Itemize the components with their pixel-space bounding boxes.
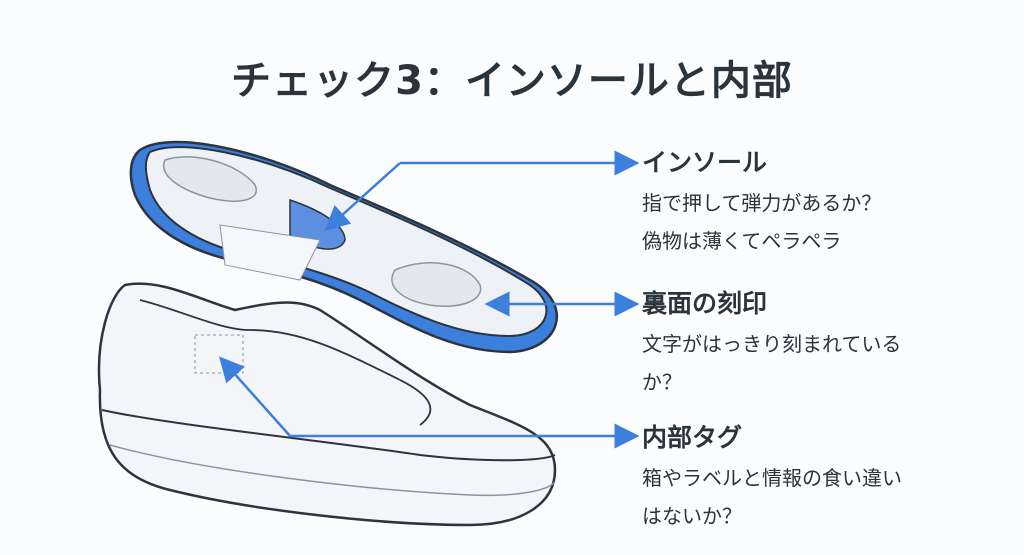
callout-line: か？ [642,370,682,394]
page-title: チェック3：インソールと内部 [231,58,793,104]
insole-illustration [129,140,558,354]
callout-insole: インソール 指で押して弾力があるか？ 偽物は薄くてペラペラ [642,148,881,260]
callout-text: 指で押して弾力があるか？ 偽物は薄くてペラペラ [642,184,881,260]
callout-heading: 裏面の刻印 [642,289,768,318]
callout-bottom-stamp: 裏面の刻印 文字がはっきり刻まれているか？ [642,289,901,401]
shoe-illustration [97,282,557,527]
callout-line: 偽物は薄くてペラペラ [642,229,842,253]
callout-line: 箱やラベルと情報の食い違い [642,466,902,490]
callout-line: 指で押して弾力があるか？ [642,191,882,215]
callout-line: はないか？ [642,504,742,528]
arrow-insole [324,162,401,232]
callout-heading: 内部タグ [642,423,743,452]
callout-text: 箱やラベルと情報の食い違いはないか？ [642,459,902,535]
callout-inner-tag: 内部タグ 箱やラベルと情報の食い違いはないか？ [642,423,902,535]
callout-heading: インソール [642,148,768,177]
callout-text: 文字がはっきり刻まれているか？ [642,325,901,401]
callout-line: 文字がはっきり刻まれている [642,332,902,356]
callout-arrows [219,150,640,449]
arrow-inner-tag [219,356,620,438]
